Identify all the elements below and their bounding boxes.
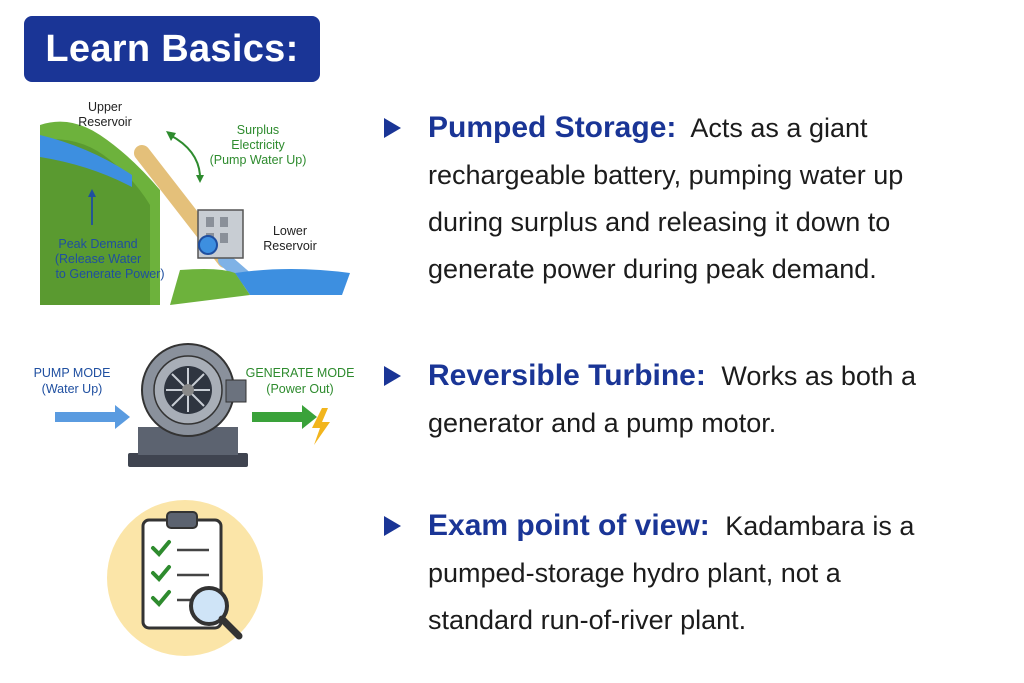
pumped-storage-illustration: Upper Reservoir Surplus Electricity (Pum… [40, 100, 350, 306]
svg-text:(Water Up): (Water Up) [42, 382, 103, 396]
lower-reservoir-water [235, 269, 350, 295]
turbine-illustration: PUMP MODE (Water Up) GENERATE MODE (Powe… [34, 343, 355, 467]
surplus-arrow-icon [169, 134, 201, 176]
upper-reservoir-water [40, 135, 132, 187]
svg-text:(Power Out): (Power Out) [266, 382, 333, 396]
bullet-arrow-icon [384, 366, 401, 386]
bullet-arrow-icon [384, 516, 401, 536]
turbine-valve [198, 235, 218, 255]
svg-text:to Generate Power): to Generate Power) [55, 267, 164, 281]
generate-mode-label: GENERATE MODE [246, 366, 355, 380]
surplus-label: Surplus [237, 123, 279, 137]
point-exam: Exam point of view: Kadambara is a pumpe… [384, 502, 984, 644]
generate-arrow-icon [302, 405, 317, 429]
point-reversible-turbine: Reversible Turbine: Works as both a gene… [384, 352, 984, 447]
peak-demand-label: Peak Demand [58, 237, 137, 251]
pumped-storage-heading: Pumped Storage: [428, 111, 677, 144]
svg-text:Reservoir: Reservoir [263, 239, 317, 253]
page-title: Learn Basics: [24, 16, 320, 82]
svg-text:Electricity: Electricity [231, 138, 285, 152]
exam-heading: Exam point of view: [428, 509, 710, 542]
upper-reservoir-label: Upper [88, 100, 122, 114]
lower-reservoir-label: Lower [273, 224, 307, 238]
bullet-arrow-icon [384, 118, 401, 138]
magnifier-icon [189, 586, 243, 640]
pump-arrow-icon [115, 405, 130, 429]
svg-text:(Pump Water Up): (Pump Water Up) [210, 153, 307, 167]
pumped-storage-body: Acts as a giant rechargeable battery, pu… [428, 113, 904, 284]
pump-mode-label: PUMP MODE [34, 366, 111, 380]
reversible-turbine-body: Works as both a generator and a pump mot… [428, 361, 916, 438]
checkmark-icon [151, 540, 171, 607]
point-pumped-storage: Pumped Storage: Acts as a giant recharge… [384, 104, 984, 293]
svg-text:(Release Water: (Release Water [55, 252, 141, 266]
exam-body: Kadambara is a pumped-storage hydro plan… [428, 511, 915, 635]
lightning-icon [312, 408, 330, 445]
svg-text:Reservoir: Reservoir [78, 115, 132, 129]
reversible-turbine-heading: Reversible Turbine: [428, 359, 706, 392]
clipboard-icon [107, 500, 263, 656]
